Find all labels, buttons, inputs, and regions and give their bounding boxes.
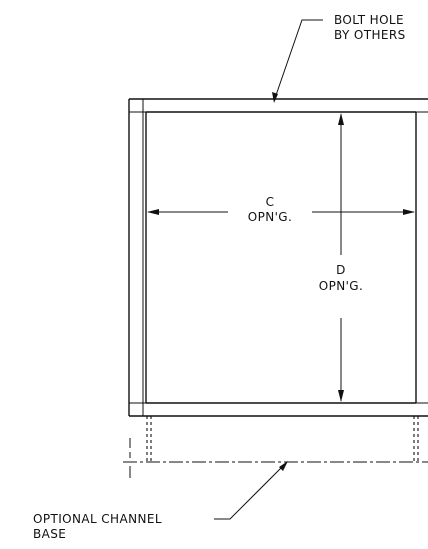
c-arrow-right — [403, 209, 415, 215]
channel-base-label-line2: BASE — [33, 527, 66, 541]
dimension-c — [147, 209, 415, 215]
dimension-d-letter: D — [336, 263, 346, 277]
dimension-d-opening-label: OPN'G. — [319, 279, 363, 293]
d-arrow-top — [338, 113, 344, 125]
dimension-c-opening-label: OPN'G. — [248, 210, 292, 224]
channel-base-leader — [214, 462, 287, 520]
dimension-d — [338, 113, 344, 402]
channel-base-leader-arrow — [279, 461, 288, 471]
d-arrow-bottom — [338, 390, 344, 402]
bolt-hole-label-line2: BY OTHERS — [334, 28, 406, 42]
c-arrow-left — [147, 209, 159, 215]
bolt-hole-label-line1: BOLT HOLE — [334, 13, 404, 27]
channel-base-hidden-lines — [129, 416, 419, 478]
bolt-hole-leader — [273, 19, 323, 102]
dimension-c-letter: C — [266, 195, 275, 209]
inner-opening — [129, 99, 428, 416]
bolt-hole-leader-arrow — [272, 92, 278, 103]
outer-frame — [128, 98, 428, 417]
channel-base-label-line1: OPTIONAL CHANNEL — [33, 512, 162, 526]
leaders — [214, 19, 323, 520]
